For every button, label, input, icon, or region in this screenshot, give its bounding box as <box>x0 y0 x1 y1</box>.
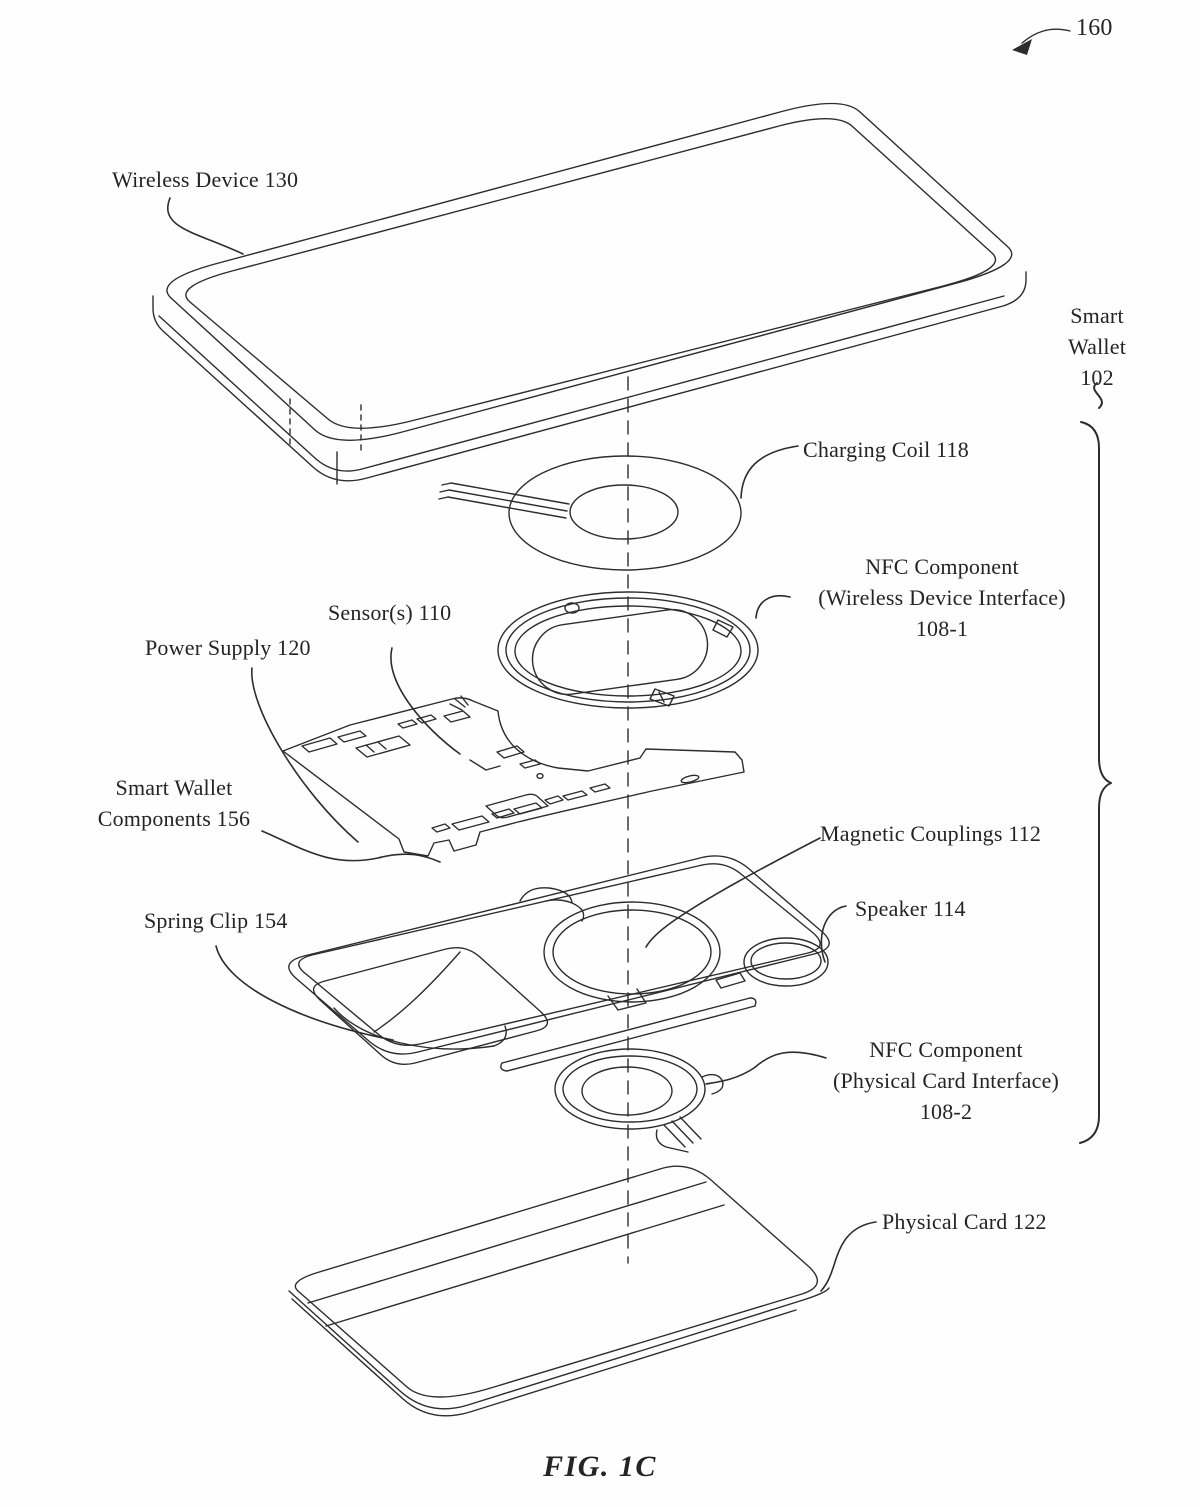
label-nfc-physical-line1: NFC Component <box>869 1037 1023 1062</box>
label-swc-line1: Smart Wallet <box>115 775 233 800</box>
nfc-ring-physical-drawing <box>555 1049 723 1152</box>
label-smart-wallet: Smart Wallet 102 <box>1047 300 1147 393</box>
label-nfc-wireless-line2: (Wireless Device Interface) <box>818 585 1066 610</box>
charging-coil-drawing <box>439 456 741 570</box>
label-smart-wallet-line1: Smart <box>1070 303 1124 328</box>
label-smart-wallet-line3: 102 <box>1080 365 1114 390</box>
label-smart-wallet-components: Smart Wallet Components 156 <box>86 772 262 834</box>
reference-160-arrow <box>1012 29 1070 55</box>
smart-wallet-brace <box>1080 383 1111 1143</box>
label-nfc-physical-line2: (Physical Card Interface) <box>832 1068 1060 1093</box>
label-spring-clip: Spring Clip 154 <box>144 908 288 933</box>
label-sensors: Sensor(s) 110 <box>328 600 452 625</box>
wallet-housing-drawing <box>289 856 829 1071</box>
label-nfc-wireless-line3: 108-1 <box>915 616 969 641</box>
nfc-ring-wireless-drawing <box>498 592 758 708</box>
label-speaker: Speaker 114 <box>855 896 966 921</box>
leader-lines <box>168 198 876 1291</box>
reference-number-160: 160 <box>1076 15 1113 41</box>
label-swc-line2: Components 156 <box>97 806 251 831</box>
label-magnetic-couplings: Magnetic Couplings 112 <box>820 821 1042 846</box>
label-nfc-wireless: NFC Component (Wireless Device Interface… <box>808 551 1076 644</box>
label-wireless-device: Wireless Device 130 <box>112 167 299 192</box>
wireless-device-drawing <box>153 104 1026 485</box>
label-power-supply: Power Supply 120 <box>145 635 311 660</box>
label-nfc-wireless-line1: NFC Component <box>865 554 1019 579</box>
label-smart-wallet-line2: Wallet <box>1067 334 1127 359</box>
figure-caption: FIG. 1C <box>543 1450 657 1483</box>
label-charging-coil: Charging Coil 118 <box>803 437 969 462</box>
label-physical-card: Physical Card 122 <box>882 1209 1047 1234</box>
label-nfc-physical: NFC Component (Physical Card Interface) … <box>812 1034 1080 1127</box>
physical-card-drawing <box>289 1166 829 1416</box>
label-nfc-physical-line3: 108-2 <box>919 1099 973 1124</box>
smart-wallet-components-drawing <box>283 696 744 856</box>
